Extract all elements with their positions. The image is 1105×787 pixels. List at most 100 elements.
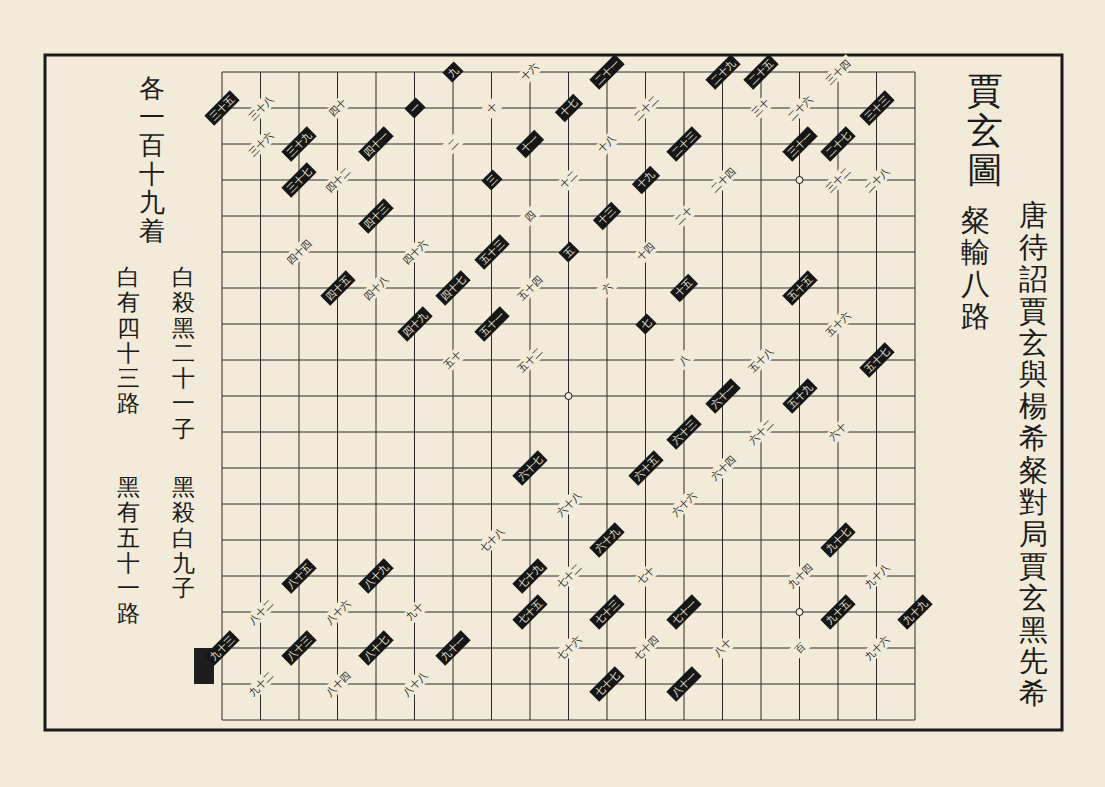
grid-line [222,432,915,433]
black-stone: 十七 [554,94,582,122]
move-number: 九十三 [207,633,236,662]
move-number: 二十一 [592,57,621,86]
move-number: 九十四 [785,561,814,590]
move-number: 九十二 [246,669,275,698]
star-point [565,393,572,400]
move-number: 二十七 [823,129,852,158]
move-number: 三十六 [246,129,275,158]
star-point [796,177,803,184]
move-number: 二十六 [785,93,814,122]
move-number: 六十 [827,421,849,443]
move-number: 百 [792,640,807,655]
white-stone-number: 十四 [631,238,659,266]
move-number: 四 [522,208,537,223]
move-number: 二十四 [708,165,737,194]
move-number: 六十二 [746,417,775,446]
move-number: 三十九 [284,129,313,158]
black-stone: 三 [481,169,502,190]
white-stone-number: 百 [789,637,810,658]
white-stone-number: 十二 [554,166,582,194]
white-stone-number: 十 [481,97,502,118]
move-number: 十二 [557,169,579,191]
move-number: 五十九 [785,381,814,410]
white-stone-number: 九十 [400,598,428,626]
move-number: 八十五 [284,561,313,590]
move-number: 六十六 [669,489,698,518]
move-number: 八十九 [361,561,390,590]
move-number: 四十 [326,97,348,119]
white-stone-number: 七十 [631,562,659,590]
black-stone: 十九 [631,166,659,194]
note-column: 粲輸八路 [961,205,990,333]
white-stone-number: 二十 [670,202,698,230]
move-number: 七十七 [592,669,621,698]
white-stone-number: 八十 [708,634,736,662]
note-column: 白有四十三路 [117,265,140,417]
move-number: 十三 [596,205,618,227]
move-number: 三十七 [284,165,313,194]
move-number: 五十七 [862,345,891,374]
move-number: 八十八 [400,669,429,698]
star-point [796,609,803,616]
move-number: 五十二 [515,345,544,374]
move-number: 八十六 [323,597,352,626]
white-stone-number: 八 [673,349,694,370]
note-column: 各一百十九着 [139,75,165,247]
white-stone-number: 十六 [516,58,544,86]
note-column: 黑有五十一路 [117,475,140,627]
move-number: 三 [484,172,499,187]
move-number: 九十八 [862,561,891,590]
grid-line [915,72,916,720]
white-stone-number: 十八 [593,130,621,158]
move-number: 七十二 [554,561,583,590]
white-stone-number: 六十 [824,418,852,446]
grid-line [761,72,762,720]
move-number: 五十四 [515,273,544,302]
move-number: 七十四 [631,633,660,662]
move-number: 十五 [673,277,695,299]
move-number: 六十五 [631,453,660,482]
move-number: 九十七 [823,525,852,554]
move-number: 七十五 [515,597,544,626]
move-number: 六十一 [708,381,737,410]
move-number: 五十五 [785,273,814,302]
move-number: 六十九 [592,525,621,554]
move-number: 二 [445,136,460,151]
move-number: 四十四 [284,237,313,266]
move-number: 四十七 [438,273,467,302]
move-number: 七十六 [554,633,583,662]
move-number: 十六 [519,61,541,83]
move-number: 四十五 [323,273,352,302]
move-number: 三十 [750,97,772,119]
black-stone: 五 [558,241,579,262]
move-number: 二十五 [746,57,775,86]
move-number: 六十四 [708,453,737,482]
grid-line [222,540,915,541]
move-number: 四十九 [400,309,429,338]
move-number: 九十六 [862,633,891,662]
move-number: 四十三 [361,201,390,230]
white-stone-number: 六 [596,277,617,298]
move-number: 四十六 [400,237,429,266]
black-stone: 一 [404,97,425,118]
move-number: 四十一 [361,129,390,158]
page-frame [45,55,1062,730]
move-number: 二十 [673,205,695,227]
move-number: 九十 [403,601,425,623]
grid-line [684,72,685,720]
title-text: 賈玄圖 [967,72,1003,191]
move-number: 五 [561,244,576,259]
move-number: 八十二 [246,597,275,626]
move-number: 十八 [596,133,618,155]
move-number: 七十一 [669,597,698,626]
move-number: 五十三 [477,237,506,266]
move-number: 八 [676,352,691,367]
move-number: 七十 [634,565,656,587]
black-stone: 十一 [516,130,544,158]
move-number: 六 [599,280,614,295]
move-number: 四十八 [361,273,390,302]
move-number: 二十二 [631,93,660,122]
move-number: 三十五 [207,93,236,122]
move-number: 六十七 [515,453,544,482]
grid-line [607,72,608,720]
